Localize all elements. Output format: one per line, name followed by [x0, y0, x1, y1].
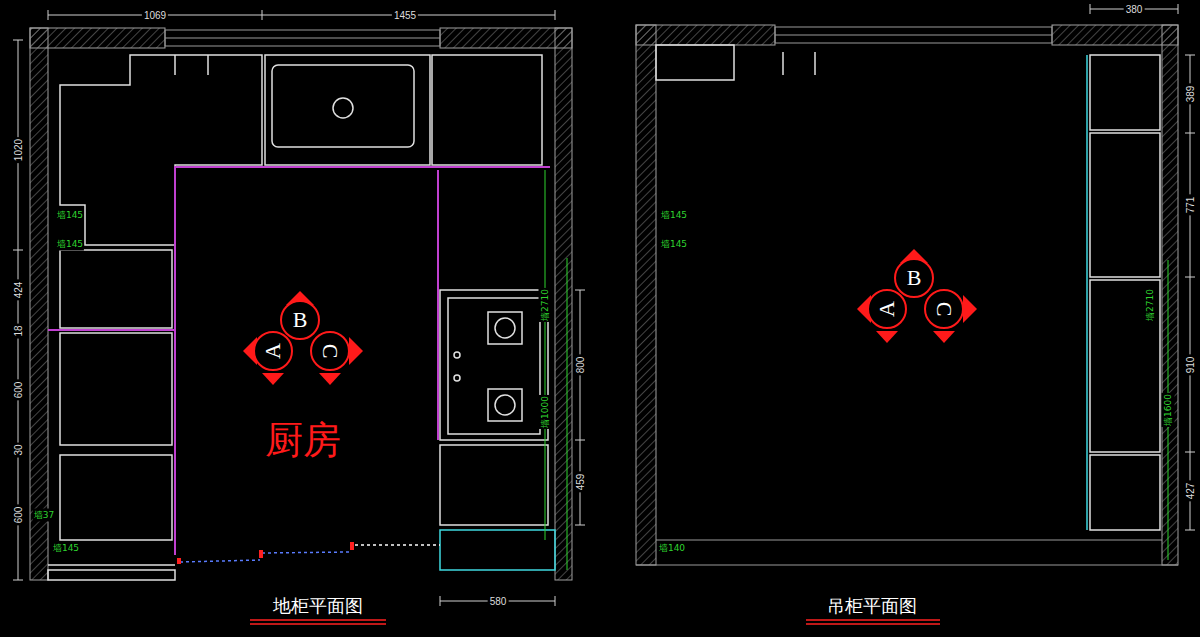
- wall-note: 墙145: [660, 238, 688, 251]
- wall-cabinets: [656, 45, 1160, 530]
- view-circle: B: [894, 258, 934, 298]
- wall-note: 墙1000: [539, 395, 552, 429]
- dimension-lines: [13, 10, 585, 606]
- dimension: 389: [1185, 84, 1196, 105]
- view-letter: B: [293, 309, 308, 331]
- wall-note: 墙145: [660, 209, 688, 222]
- view-circle: B: [280, 300, 320, 340]
- dimension: 1069: [142, 10, 168, 21]
- wall-note: 墙145: [52, 542, 80, 555]
- dimension-lines: [1090, 4, 1195, 530]
- dimension: 424: [13, 280, 24, 301]
- plan-caption: 吊柜平面图: [825, 594, 919, 618]
- wall-note: 墙145: [56, 238, 84, 251]
- dimension: 18: [13, 323, 24, 338]
- dimension: 427: [1185, 481, 1196, 502]
- base-cabinets: [48, 55, 548, 580]
- dimension: 771: [1185, 195, 1196, 216]
- dimension: 380: [1124, 4, 1145, 15]
- caption-underline: [250, 620, 940, 624]
- base-plan-walls: [30, 28, 572, 580]
- dashed-line-ends: [177, 542, 354, 564]
- countertop-line: [48, 167, 550, 555]
- dimension: 600: [13, 380, 24, 401]
- plan-caption: 地柜平面图: [271, 594, 365, 618]
- dimension: 800: [575, 355, 586, 376]
- view-circle: C: [310, 331, 350, 371]
- dashed-line: [180, 545, 440, 562]
- wall-note: 墙140: [658, 542, 686, 555]
- window: [165, 30, 440, 46]
- dimension: 30: [13, 442, 24, 457]
- view-marker: [857, 249, 977, 343]
- dimension: 580: [488, 596, 509, 607]
- view-letter: A: [876, 301, 898, 317]
- window: [636, 27, 1178, 565]
- view-circle: A: [253, 331, 293, 371]
- dimension: 600: [13, 505, 24, 526]
- wall-note: 墙1600: [1162, 393, 1175, 427]
- view-letter: B: [907, 267, 922, 289]
- view-circle: C: [924, 289, 964, 329]
- wall-note: 墙2710: [1144, 288, 1157, 322]
- dimension: 459: [575, 472, 586, 493]
- dimension: 1455: [392, 10, 418, 21]
- dimension: 910: [1185, 355, 1196, 376]
- view-letter: C: [319, 344, 341, 359]
- view-marker: [243, 291, 363, 385]
- cabinet-outline: [1086, 55, 1088, 530]
- room-name: 厨房: [263, 415, 343, 466]
- wall-note: 墙145: [56, 209, 84, 222]
- view-letter: A: [262, 343, 284, 359]
- guide-lines: [545, 170, 567, 570]
- cabinet-outline: [440, 530, 555, 570]
- view-circle: A: [867, 289, 907, 329]
- wall-note: 墙37: [33, 509, 55, 522]
- view-letter: C: [933, 302, 955, 317]
- dimension: 1020: [13, 137, 24, 163]
- wall-plan-walls: [636, 25, 1178, 565]
- wall-note: 墙2710: [539, 288, 552, 322]
